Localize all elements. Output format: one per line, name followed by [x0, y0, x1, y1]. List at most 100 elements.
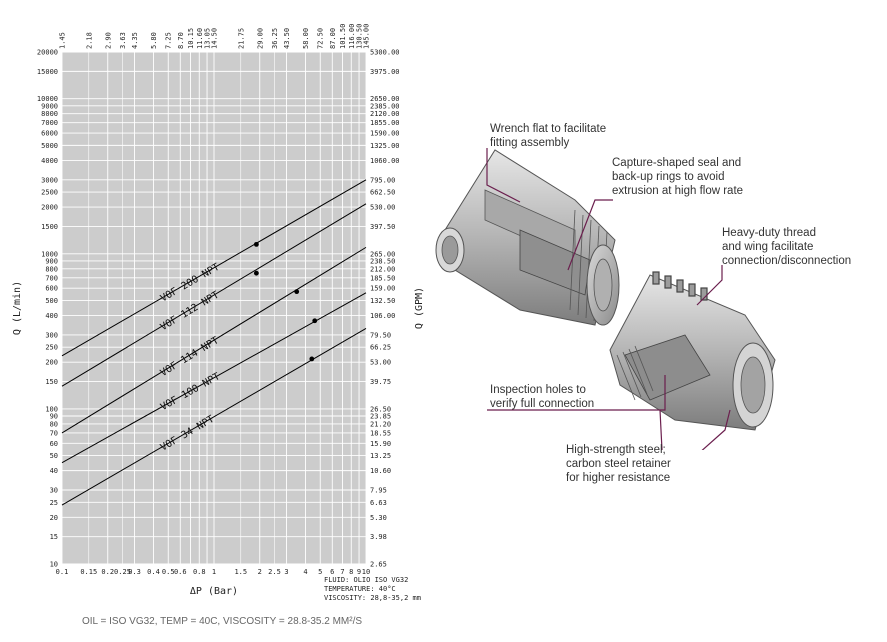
horizontal-gridlines	[62, 51, 366, 565]
y-right-tick-label: 132.50	[370, 297, 395, 305]
x-axis-title: ΔP (Bar)	[190, 586, 238, 597]
y-right-tick-label: 1590.00	[370, 130, 400, 138]
x-top-tick-label: 7.25	[165, 32, 173, 49]
y-tick-label: 1000	[41, 250, 58, 258]
x-top-tick-label: 8.70	[177, 32, 185, 49]
y-tick-label: 25	[50, 499, 58, 507]
y-tick-label: 400	[45, 312, 58, 320]
y-right-tick-label: 26.50	[370, 405, 391, 413]
x-tick-label: 0.25	[114, 568, 131, 576]
series-line	[61, 246, 367, 434]
y-tick-label: 1500	[41, 223, 58, 231]
x-tick-label: 0.5	[162, 568, 175, 576]
x-top-tick-label: 29.00	[256, 28, 264, 49]
series-marker	[253, 270, 259, 276]
x-top-tick-label: 5.80	[150, 32, 158, 49]
y-tick-label: 90	[50, 412, 58, 420]
y-right-tick-label: 185.50	[370, 274, 395, 282]
x-top-tick-label: 14.50	[211, 28, 219, 49]
y-tick-label: 10	[50, 561, 58, 569]
y-tick-label: 100	[45, 405, 58, 413]
y-right-tick-label: 397.50	[370, 223, 395, 231]
y-tick-label: 6000	[41, 130, 58, 138]
fluid-label: FLUID: OLIO ISO VG32	[324, 576, 409, 584]
y-right-tick-label: 212.00	[370, 265, 395, 273]
y-right-tick-label: 53.00	[370, 359, 391, 367]
x-top-tick-label: 10.15	[187, 28, 195, 49]
y-tick-label: 9000	[41, 102, 58, 110]
x-tick-label: 0.4	[147, 568, 160, 576]
x-top-tick-label: 116.00	[348, 24, 356, 49]
y-right-tick-label: 66.25	[370, 344, 391, 352]
y-right-tick-label: 3975.00	[370, 68, 400, 76]
x-top-tick-label: 3.63	[119, 32, 127, 49]
y-right-tick-label: 795.00	[370, 176, 395, 184]
y-right-tick-label: 2385.00	[370, 102, 400, 110]
x-tick-label: 1	[212, 568, 216, 576]
x-tick-label: 1.5	[234, 568, 247, 576]
x-tick-label: 0.15	[80, 568, 97, 576]
x-top-tick-label: 43.50	[283, 28, 291, 49]
x-top-tick-label: 13.05	[204, 28, 212, 49]
y-right-tick-label: 21.20	[370, 420, 391, 428]
callout-leaders	[486, 148, 731, 450]
footer-note: OIL = ISO VG32, TEMP = 40C, VISCOSITY = …	[82, 616, 363, 627]
series-line	[61, 203, 367, 387]
x-top-tick-label: 58.00	[302, 28, 310, 49]
temperature-label: TEMPERATURE: 40°C	[324, 585, 396, 593]
y-tick-label: 40	[50, 467, 58, 475]
x-tick-label: 10	[362, 568, 370, 576]
x-tick-label: 0.2	[101, 568, 114, 576]
series-line	[61, 328, 367, 506]
y-axis-title: Q (L/min)	[12, 281, 23, 335]
y-right-tick-label: 79.50	[370, 331, 391, 339]
y-right-tick-label: 18.55	[370, 429, 391, 437]
y-right-tick-label: 2.65	[370, 561, 387, 569]
y-right-axis-title: Q (GPM)	[414, 287, 425, 329]
callout-steel: High-strength steel;carbon steel retaine…	[566, 444, 671, 484]
x-tick-label: 8	[349, 568, 353, 576]
y-tick-label: 7000	[41, 119, 58, 127]
x-top-tick-label: 2.90	[104, 32, 112, 49]
coupling-illustration	[435, 148, 776, 450]
y-right-tick-label: 238.50	[370, 257, 395, 265]
y-axis-ticks: 1015202530405060708090100150200250300400…	[37, 49, 58, 569]
y-tick-label: 200	[45, 359, 58, 367]
y-right-tick-label: 5.30	[370, 514, 387, 522]
y-tick-label: 150	[45, 378, 58, 386]
y-right-tick-label: 1855.00	[370, 119, 400, 127]
y-tick-label: 80	[50, 420, 58, 428]
upper-coupler	[435, 149, 620, 326]
y-tick-label: 15000	[37, 68, 58, 76]
x-tick-label: 7	[340, 568, 344, 576]
y-right-tick-label: 23.85	[370, 412, 391, 420]
x-top-tick-label: 87.00	[329, 28, 337, 49]
y-tick-label: 15	[50, 533, 58, 541]
y-right-axis-ticks: 2.653.985.306.637.9510.6013.2515.9018.55…	[370, 49, 400, 569]
x-top-tick-label: 1.45	[59, 32, 67, 49]
viscosity-label: VISCOSITY: 28,8-35,2 mm	[324, 594, 421, 602]
x-tick-label: 2	[258, 568, 262, 576]
y-tick-label: 800	[45, 265, 58, 273]
series-marker	[312, 318, 318, 324]
x-tick-label: 4	[303, 568, 307, 576]
y-right-tick-label: 530.00	[370, 204, 395, 212]
y-tick-label: 3000	[41, 176, 58, 184]
series-marker	[253, 241, 259, 247]
y-tick-label: 900	[45, 257, 58, 265]
lower-coupler	[609, 271, 776, 431]
y-right-tick-label: 39.75	[370, 378, 391, 386]
y-tick-label: 2000	[41, 204, 58, 212]
y-right-tick-label: 10.60	[370, 467, 391, 475]
x-tick-label: 0.6	[174, 568, 187, 576]
series-markers	[253, 241, 318, 362]
x-top-tick-label: 21.75	[237, 28, 245, 49]
y-right-tick-label: 15.90	[370, 440, 391, 448]
y-tick-label: 250	[45, 344, 58, 352]
y-tick-label: 500	[45, 297, 58, 305]
y-right-tick-label: 662.50	[370, 189, 395, 197]
